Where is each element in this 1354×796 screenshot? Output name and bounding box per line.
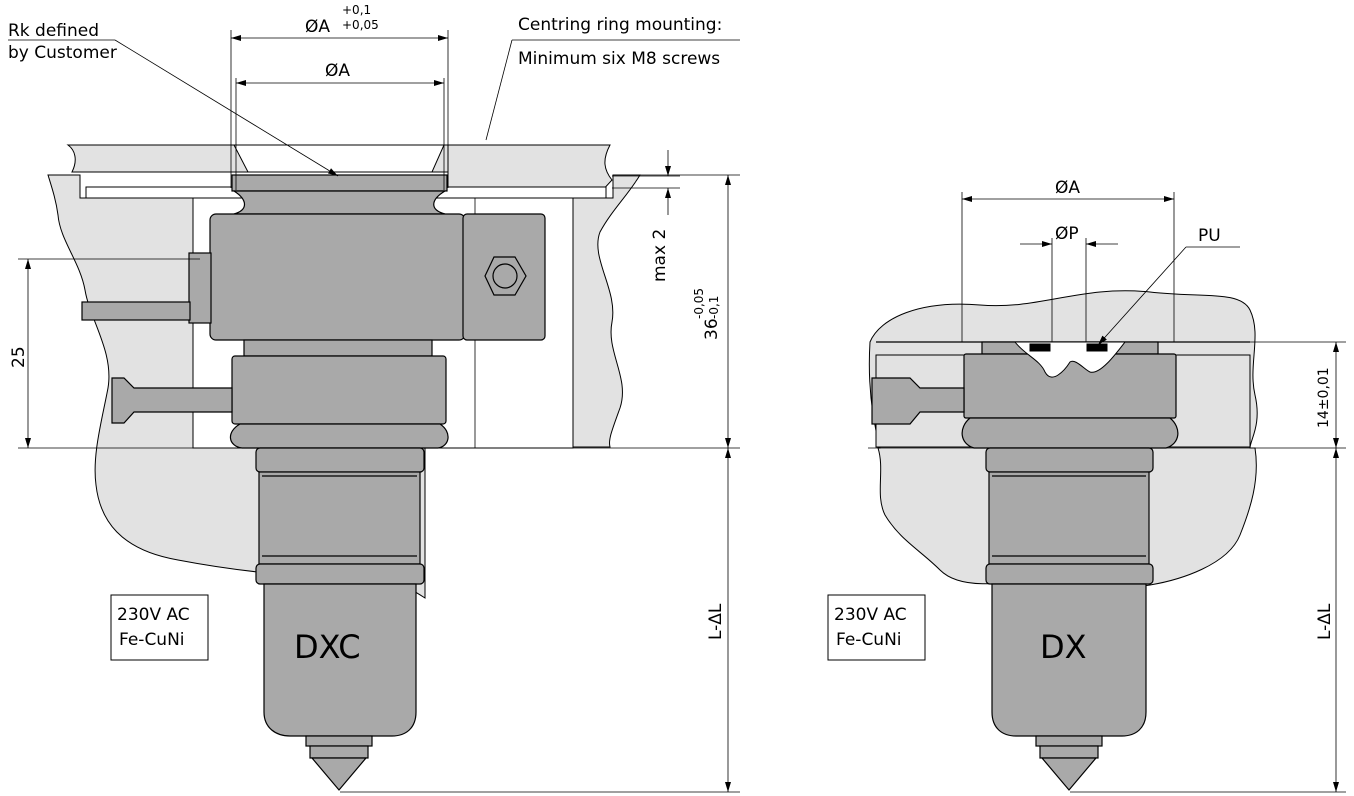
- left-tol-lower: +0,05: [342, 18, 379, 32]
- left-heater-housing: [209, 213, 466, 341]
- right-14-label: 14±0,01: [1316, 367, 1332, 428]
- left-manifold-body: [231, 174, 448, 192]
- left-36-upper: -0,05: [692, 288, 706, 319]
- left-model-label: DXC: [294, 628, 361, 666]
- left-top-plate-right: [447, 144, 613, 194]
- left-36-lower: -0,1: [707, 296, 721, 319]
- mount-label-line1: Centring ring mounting:: [518, 15, 722, 35]
- right-nozzle-collar: [985, 447, 1154, 473]
- right-model-label: DX: [1040, 628, 1087, 666]
- left-36-base: 36: [702, 318, 722, 340]
- right-nozzle-shaft: [988, 471, 1150, 565]
- right-nozzle-tip: [991, 583, 1147, 737]
- left-tol-upper: +0,1: [342, 3, 371, 17]
- left-top-dia-label: ØA: [305, 17, 330, 37]
- left-length-label: L-ΔL: [706, 603, 726, 640]
- right-dia-p-label: ØP: [1055, 224, 1079, 244]
- left-side-connector: [111, 377, 233, 424]
- right-spec-line2: Fe-CuNi: [836, 630, 902, 650]
- rk-label-line1: Rk defined: [8, 21, 99, 41]
- left-lower-block: [231, 355, 447, 425]
- rk-label-line2: by Customer: [8, 43, 117, 63]
- right-side-connector: [871, 377, 965, 425]
- left-spec-line2: Fe-CuNi: [119, 630, 185, 650]
- right-head-block: [963, 353, 1177, 419]
- left-nozzle-shaft: [258, 471, 421, 565]
- right-dia-a-label: ØA: [1055, 178, 1080, 198]
- right-spec-line1: 230V AC: [834, 605, 907, 625]
- right-pu-seal-left: [1029, 343, 1051, 352]
- right-pu-label: PU: [1198, 226, 1221, 246]
- left-spec-box: [110, 594, 209, 661]
- left-centring-recess: [233, 144, 445, 173]
- left-25-label: 25: [9, 346, 29, 368]
- right-view-dx: ØA ØP PU 14±0,01 L-ΔL 230V AC Fe-CuNi DX: [827, 178, 1346, 793]
- left-view-dxc: ØA +0,1 +0,05 ØA Rk defined by Customer …: [8, 3, 740, 793]
- right-pu-seal-right: [1086, 343, 1108, 352]
- right-spec-box: [827, 594, 926, 661]
- mount-label-line2: Minimum six M8 screws: [518, 49, 720, 69]
- left-nozzle-collar: [255, 447, 425, 473]
- left-cable-clamp: [188, 252, 212, 324]
- right-length-label: L-ΔL: [1315, 603, 1335, 640]
- left-inner-dia-label: ØA: [325, 61, 350, 81]
- left-spec-line1: 230V AC: [117, 605, 190, 625]
- left-nozzle-tip: [263, 583, 417, 737]
- left-max-label: max 2: [650, 229, 670, 282]
